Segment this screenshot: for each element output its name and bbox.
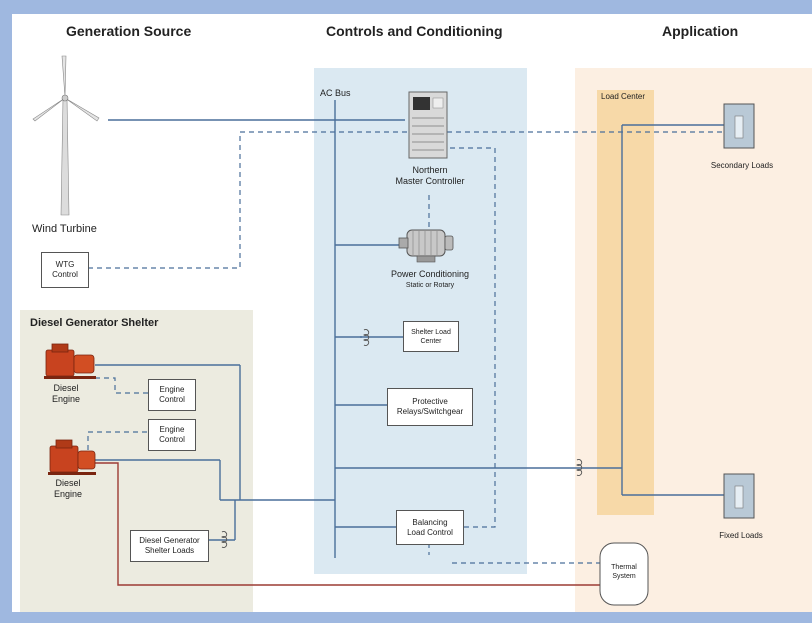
- header-application: Application: [662, 23, 739, 39]
- protective-relays-line1: Protective: [412, 397, 448, 406]
- power-lines: [95, 100, 724, 558]
- controller-to-balancing-line: [450, 147, 496, 528]
- shelter-load-center-line1: Shelter Load: [411, 328, 451, 336]
- diesel-engine-1-line1: Diesel: [53, 383, 79, 393]
- balancing-load-line1: Balancing: [412, 517, 448, 527]
- fixed-loads-icon: [723, 473, 755, 519]
- motor-icon: [398, 229, 454, 263]
- master-controller-line1: Northern: [412, 165, 448, 175]
- shelter-loads-line1: Diesel Generator: [139, 536, 200, 545]
- engine-control-2-box: Engine Control: [148, 419, 196, 451]
- diesel-engine-2-line1: Diesel: [55, 478, 81, 488]
- wtg-control-line2: Control: [52, 270, 78, 279]
- engine-control-1-line: [95, 377, 148, 394]
- wtg-control-line: [88, 131, 724, 269]
- thermal-system-box: [599, 542, 649, 606]
- engine-control-1-line1: Engine: [159, 385, 185, 394]
- thermal-system-label: Thermal System: [600, 563, 648, 581]
- diesel-engine-1-label: Diesel Engine: [44, 383, 88, 405]
- engine-control-2-line2: Control: [159, 435, 185, 444]
- protective-relays-line2: Relays/Switchgear: [396, 407, 464, 416]
- shelter-load-center-box: Shelter Load Center: [403, 321, 459, 352]
- thermal-system-line2: System: [612, 573, 636, 580]
- balancing-load-box: Balancing Load Control: [396, 510, 464, 545]
- master-controller-label: Northern Master Controller: [382, 165, 478, 187]
- master-controller-icon: [408, 91, 448, 159]
- shelter-loads-box: Diesel Generator Shelter Loads: [130, 530, 209, 562]
- wtg-control-line1: WTG: [55, 260, 75, 269]
- shelter-load-coil: [363, 329, 370, 346]
- shelter-loads-line2: Shelter Loads: [144, 546, 195, 555]
- diesel-shelter-title: Diesel Generator Shelter: [30, 317, 159, 329]
- engine-control-2-line1: Engine: [159, 425, 185, 434]
- wtg-control-box: WTG Control: [41, 252, 89, 288]
- diesel-engine-2-label: Diesel Engine: [46, 478, 90, 500]
- engine-control-2-line: [87, 431, 148, 450]
- thermal-system-line1: Thermal: [611, 564, 637, 571]
- ac-bus-label: AC Bus: [320, 88, 351, 98]
- power-conditioning-label: Power Conditioning: [390, 269, 470, 279]
- diesel-engine-2-line2: Engine: [53, 489, 83, 499]
- header-controls: Controls and Conditioning: [326, 23, 503, 39]
- shelter-load-center-line2: Center: [420, 337, 442, 345]
- engine-control-1-box: Engine Control: [148, 379, 196, 411]
- diesel-engine-2-icon: [48, 439, 96, 475]
- secondary-loads-label: Secondary Loads: [710, 161, 774, 170]
- load-center-bar: [597, 90, 654, 515]
- protective-relays-box: Protective Relays/Switchgear: [387, 388, 473, 426]
- wind-turbine-label: Wind Turbine: [32, 223, 97, 235]
- header-generation-source: Generation Source: [66, 23, 192, 39]
- fixed-loads-label: Fixed Loads: [719, 531, 763, 540]
- engine-control-1-line2: Control: [159, 395, 185, 404]
- load-center-coil: [576, 459, 583, 476]
- balancing-load-line2: Load Control: [407, 527, 453, 537]
- diesel-engine-1-line2: Engine: [51, 394, 81, 404]
- control-lines: [87, 131, 724, 564]
- diesel-engine-1-icon: [44, 343, 96, 379]
- load-coils: [221, 329, 583, 548]
- master-controller-line2: Master Controller: [395, 176, 465, 186]
- power-conditioning-sublabel: Static or Rotary: [405, 282, 455, 289]
- wind-turbine-icon: [32, 55, 100, 216]
- thermal-line: [95, 462, 600, 586]
- secondary-loads-icon: [723, 103, 755, 149]
- load-center-label: Load Center: [601, 92, 646, 101]
- shelter-loads-coil: [221, 531, 228, 548]
